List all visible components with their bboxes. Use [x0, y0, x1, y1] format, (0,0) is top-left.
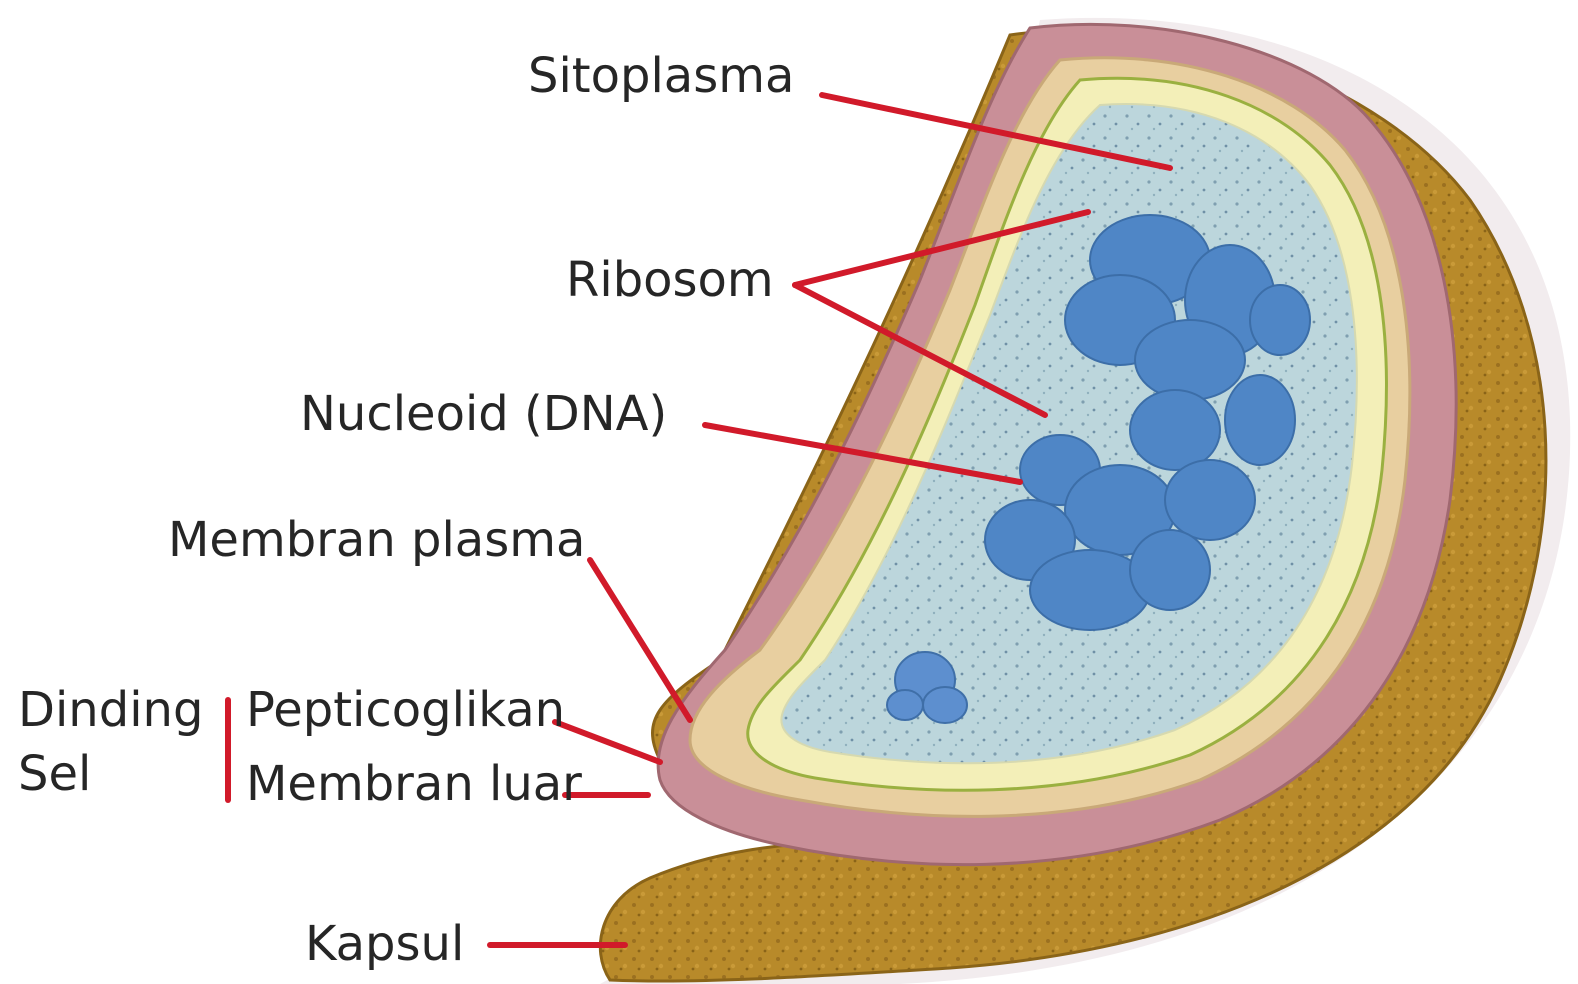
label-pepticoglikan: Pepticoglikan	[246, 682, 565, 738]
label-sel: Sel	[18, 746, 91, 802]
membran-plasma-leader	[590, 560, 690, 720]
label-membran-luar: Membran luar	[246, 756, 582, 812]
label-ribosom: Ribosom	[566, 252, 774, 308]
label-sitoplasma: Sitoplasma	[528, 48, 794, 104]
label-dinding: Dinding	[18, 682, 203, 738]
label-membran-plasma: Membran plasma	[168, 512, 585, 568]
label-nucleoid: Nucleoid (DNA)	[300, 386, 667, 442]
label-kapsul: Kapsul	[305, 916, 464, 972]
